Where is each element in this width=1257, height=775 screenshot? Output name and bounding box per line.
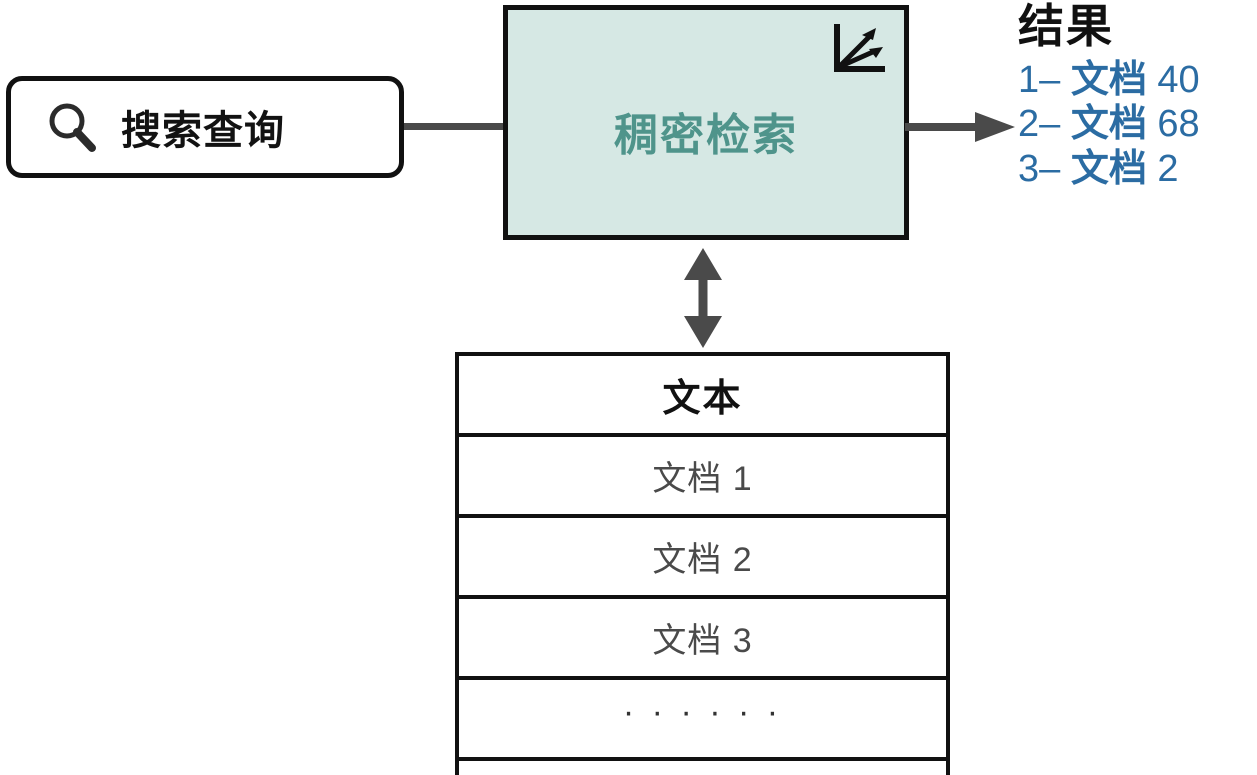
result-item[interactable]: 1– 文档 40 (1018, 58, 1257, 102)
table-row[interactable]: 文档 2 (455, 514, 950, 599)
result-item[interactable]: 2– 文档 68 (1018, 102, 1257, 146)
corpus-row-label: 文档 1 (455, 433, 950, 518)
result-number: 68 (1157, 103, 1200, 146)
results-title: 结果 (1018, 0, 1114, 52)
search-icon (45, 100, 99, 154)
arrow-retrieval-to-results (905, 110, 1017, 144)
result-label: 文档 (1070, 58, 1147, 101)
connector-search-to-retrieval (404, 123, 506, 130)
result-label: 文档 (1070, 147, 1147, 190)
corpus-ellipsis: · · · · · · (455, 676, 950, 761)
corpus-table-header: 文本 (455, 352, 950, 437)
result-item[interactable]: 3– 文档 2 (1018, 147, 1257, 191)
search-query-box[interactable]: 搜索查询 (6, 76, 404, 178)
result-rank: 1– (1018, 58, 1061, 101)
table-row-empty (455, 757, 950, 775)
table-row[interactable]: 文档 1 (455, 433, 950, 518)
table-row-ellipsis: · · · · · · (455, 676, 950, 761)
vector-space-icon (832, 24, 886, 76)
result-number: 40 (1157, 58, 1200, 101)
corpus-table: 文本 文档 1 文档 2 文档 3 · · · · · · (455, 352, 950, 775)
table-row[interactable]: 文档 3 (455, 595, 950, 680)
dense-retrieval-box[interactable]: 稠密检索 (503, 5, 909, 240)
corpus-row-label: 文档 3 (455, 595, 950, 680)
arrow-retrieval-to-corpus (678, 248, 728, 348)
table-header-row: 文本 (455, 352, 950, 437)
search-query-label: 搜索查询 (121, 109, 285, 153)
result-rank: 3– (1018, 147, 1061, 190)
results-panel: 结果 1– 文档 40 2– 文档 68 3– 文档 2 (1018, 0, 1257, 191)
corpus-row-empty (455, 757, 950, 775)
corpus-row-label: 文档 2 (455, 514, 950, 599)
result-number: 2 (1157, 147, 1179, 190)
dense-retrieval-label: 稠密检索 (614, 110, 798, 160)
result-label: 文档 (1070, 103, 1147, 146)
result-rank: 2– (1018, 103, 1061, 146)
